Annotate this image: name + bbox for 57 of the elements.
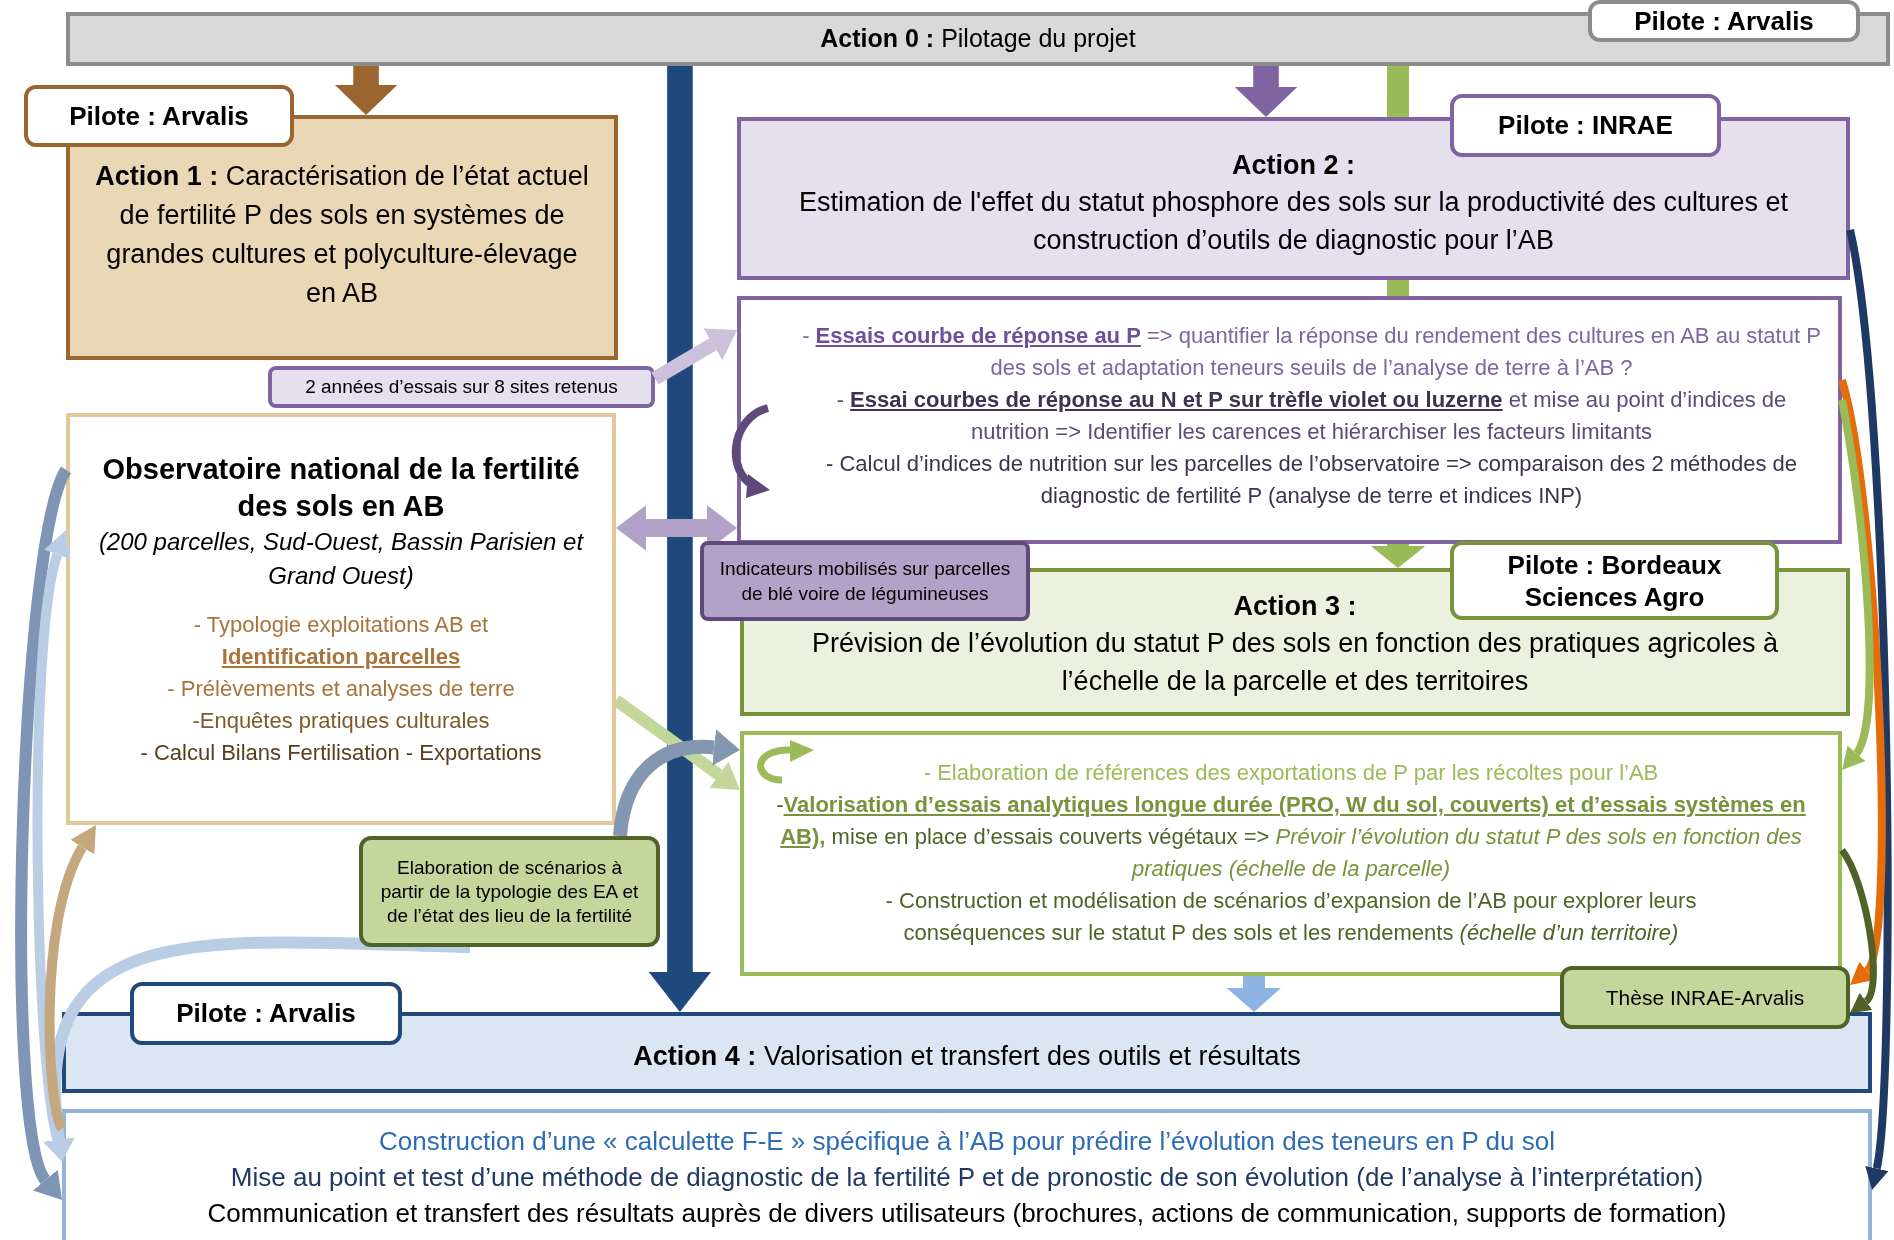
task-item: - Elaboration de références des exportations de P par les récoltes pour l’AB (922, 759, 1660, 787)
task-item: Construction d’une « calculette F-E » spécifique à l’AB pour prédire l’évolution des teneurs en P du sol (379, 1125, 1555, 1158)
arrow (44, 823, 95, 1131)
note-text: Indicateurs mobilisés sur parcelles de blé voire de légumineuses (718, 557, 1012, 606)
pilot-text: Pilote : INRAE (1498, 109, 1673, 142)
arrow (1370, 544, 1426, 568)
arrow (334, 66, 398, 115)
action-title: Action 3 : (1233, 590, 1357, 623)
note-text: 2 années d’essais sur 8 sites retenus (305, 374, 618, 399)
note-box (359, 836, 660, 947)
pilot-text: Pilote : Arvalis (176, 997, 356, 1030)
action-description: Estimation de l'effet du statut phosphore des sols sur la productivité des cultures et construction d’outils de diagnostic pour l’AB (797, 186, 1790, 257)
task-item: - Calcul Bilans Fertilisation - Exportations (140, 739, 542, 767)
task-item: - Prélèvements et analyses de terre (167, 675, 515, 703)
action-box (737, 117, 1850, 280)
note-text: Elaboration de scénarios à partir de la typologie des EA et de l’état des lieu de la fertilité (379, 855, 640, 928)
note-text: Thèse INRAE-Arvalis (1605, 984, 1805, 1011)
action-title: Action 2 : (1232, 149, 1355, 182)
observatory-title: Observatoire national de la fertilité des sols en AB (101, 452, 581, 524)
task-item: -Valorisation d’essais analytiques longue durée (PRO, W du sol, couverts) et d’essais systèmes en AB), mise en place d’essais couverts végétaux => Prévoir l’évolution du statut P des sols en fonction des pratiques (échelle de la parcelle) (775, 791, 1807, 883)
task-item: -Enquêtes pratiques culturales (192, 707, 490, 735)
task-item: Communication et transfert des résultats auprès de divers utilisateurs (brochures, actions de communication, supports de formation) (207, 1197, 1727, 1230)
pilot-text: Pilote : Bordeaux Sciences Agro (1506, 548, 1723, 613)
note-box (268, 366, 655, 408)
arrow (1846, 229, 1892, 1191)
task-item: - Typologie exploitations AB et Identification parcelles (192, 611, 490, 671)
action-bar (66, 12, 1890, 66)
task-box (62, 1109, 1872, 1240)
task-item: - Construction et modélisation de scénarios d’expansion de l’AB pour explorer leurs conséquences sur le statut P des sols et les rendements (échelle d’un territoire) (884, 887, 1698, 947)
arrow (1234, 66, 1298, 117)
pilot-label (1588, 0, 1860, 42)
action-title: Action 4 : Valorisation et transfert des outils et résultats (633, 1040, 1301, 1074)
task-item: - Essai courbes de réponse au N et P sur trèfle violet ou luzerne et mise au point d’indices de nutrition => Identifier les carences et hiérarchiser les facteurs limitants (835, 386, 1788, 446)
arrow (42, 936, 471, 1162)
task-item: - Calcul d’indices de nutrition sur les parcelles de l’observatoire => comparaison des 2 méthodes de diagnostic de fertilité P (analyse de terre et indices INP) (825, 450, 1798, 510)
action-title: Action 0 : Pilotage du projet (820, 23, 1136, 55)
pilot-label (1450, 94, 1721, 157)
observatory-subtitle: (200 parcelles, Sud-Ouest, Bassin Parisien et Grand Ouest) (97, 527, 585, 591)
action-description: Action 1 : Caractérisation de l’état actuel de fertilité P des sols en systèmes de grandes cultures et polyculture-élevage en AB (94, 160, 590, 310)
pilot-label (24, 85, 294, 147)
pilot-label (130, 982, 402, 1045)
task-item: Mise au point et test d’une méthode de diagnostic de la fertilité P et de pronostic de son évolution (de l’analyse à l’interprétation) (230, 1161, 1704, 1194)
note-box (700, 541, 1030, 621)
pilot-label (1450, 541, 1779, 620)
observatory-box (66, 413, 616, 825)
task-box (740, 731, 1842, 976)
pilot-text: Pilote : Arvalis (1634, 4, 1814, 38)
action-description: Prévision de l’évolution du statut P des sols en fonction des pratiques agricoles à l’échelle de la parcelle et des territoires (810, 627, 1780, 698)
note-box (1560, 966, 1850, 1029)
task-item: - Essais courbe de réponse au P => quantifier la réponse du rendement des cultures en AB au statut P des sols et adaptation teneurs seuils de l’analyse de terre à l’AB ? (801, 322, 1822, 382)
arrow (1226, 975, 1282, 1012)
arrow (1838, 399, 1874, 773)
task-box (737, 296, 1842, 544)
pilot-text: Pilote : Arvalis (69, 99, 249, 133)
arrow (616, 505, 737, 551)
arrow (648, 66, 712, 1012)
arrow (651, 328, 737, 385)
